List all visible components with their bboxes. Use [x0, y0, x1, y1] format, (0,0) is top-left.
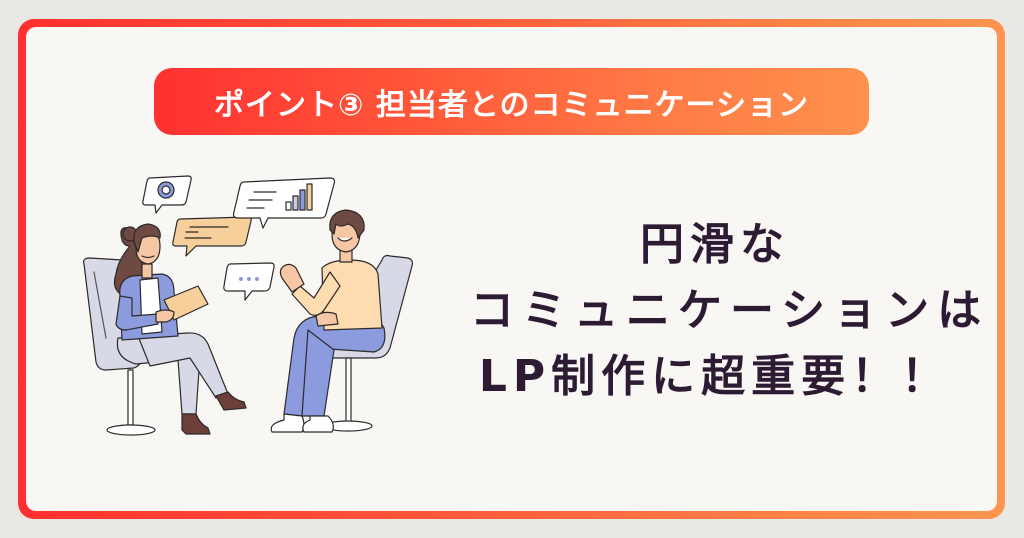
woman-figure: [113, 223, 247, 435]
banner-title: ポイント③ 担当者とのコミュニケーション: [214, 87, 809, 123]
headline: 円滑な コミュニケーションは LP制作に超重要！！: [470, 212, 990, 410]
headline-line-3: LP制作に超重要！！: [478, 351, 952, 402]
headline-line-2: コミュニケーションは: [470, 285, 990, 336]
title-banner: ポイント③ 担当者とのコミュニケーション: [154, 68, 869, 135]
man-figure: [270, 209, 386, 433]
text-bubble-icon: [172, 216, 252, 257]
pie-chart-bubble-icon: [142, 175, 192, 214]
conversation-illustration: [78, 168, 423, 440]
headline-line-1: 円滑な: [640, 219, 790, 270]
bar-chart-bubble-icon: [232, 177, 336, 229]
typing-dots-bubble-icon: [223, 262, 275, 301]
